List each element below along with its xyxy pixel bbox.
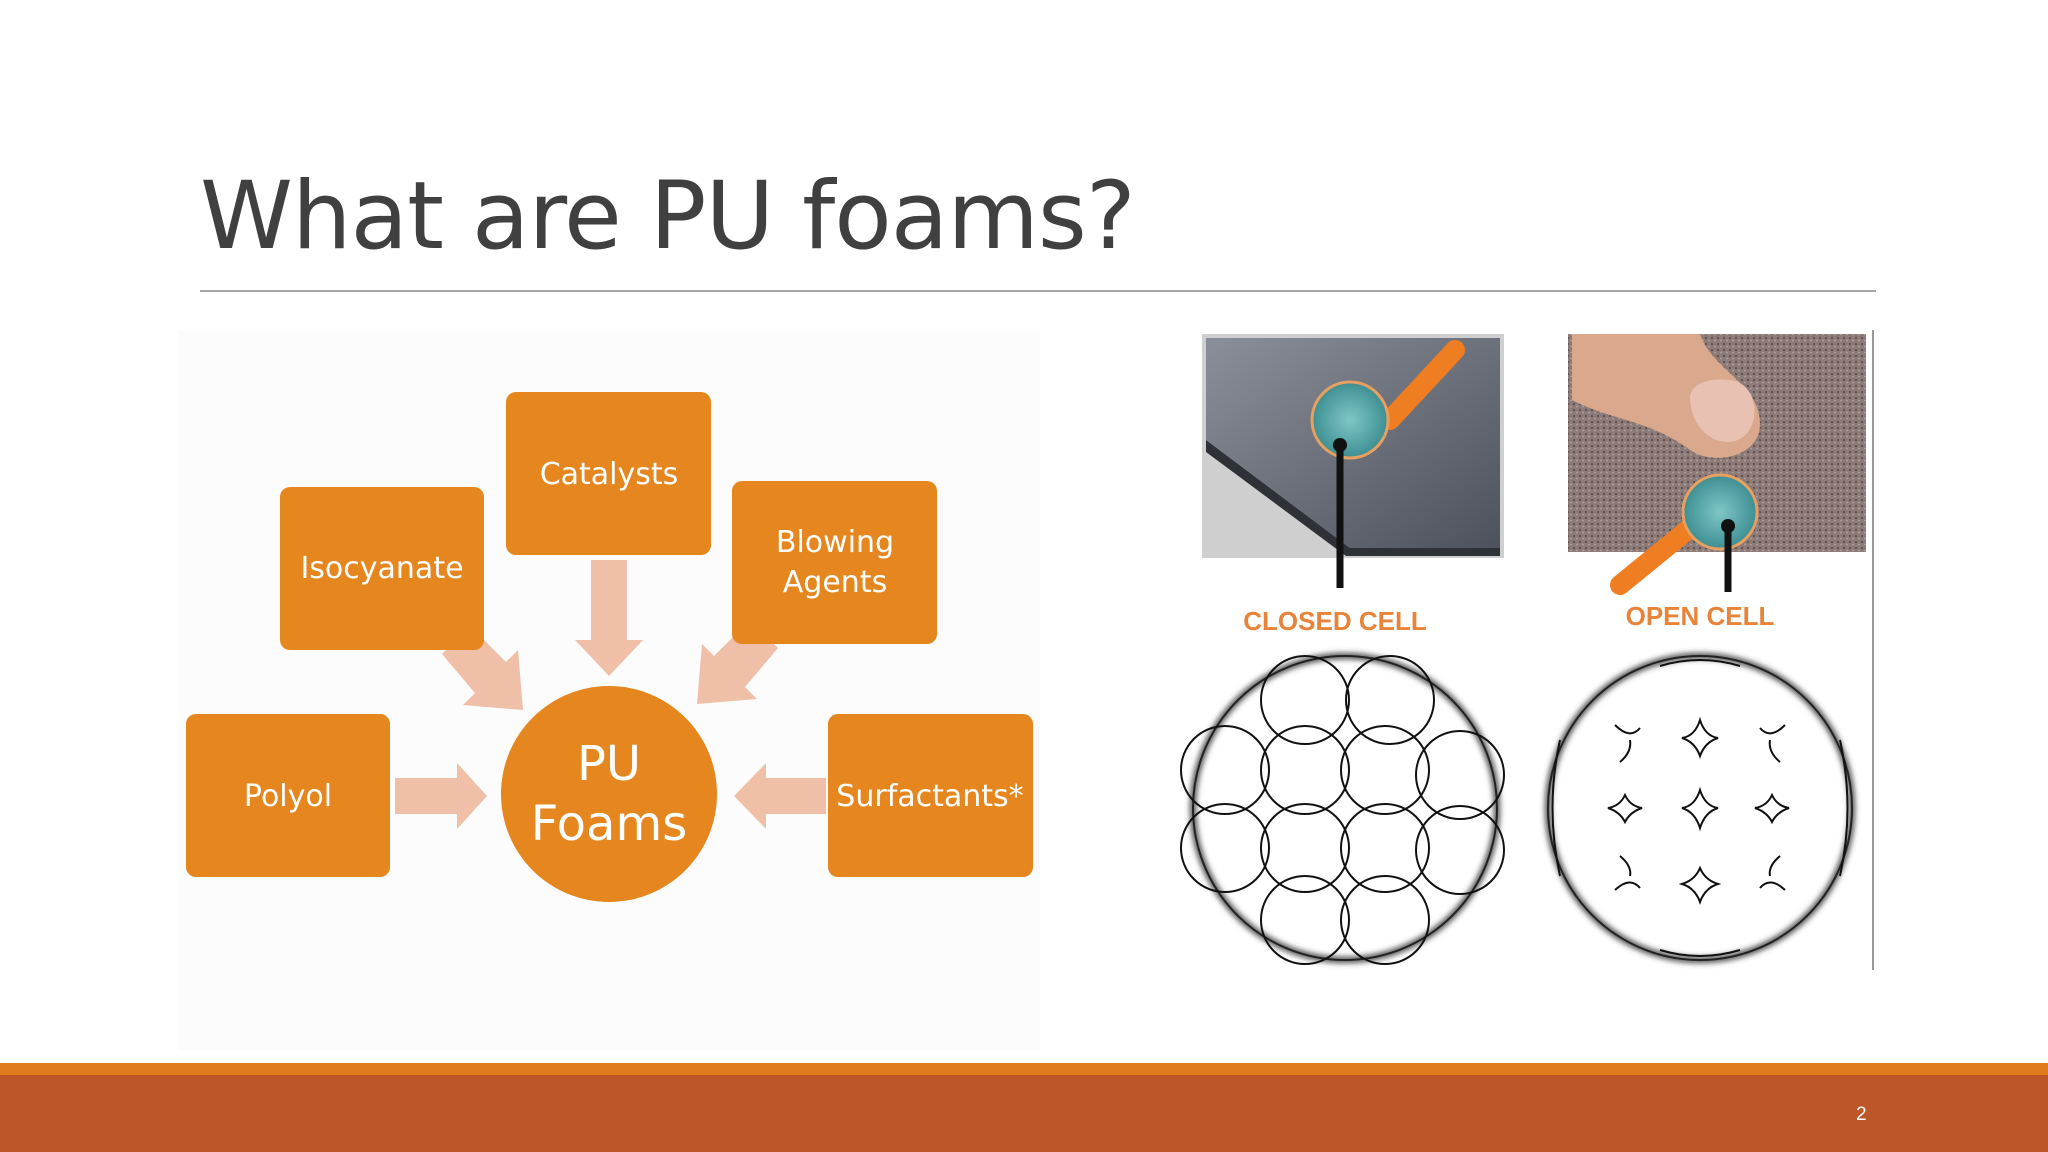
box-label: Isocyanate — [300, 551, 463, 586]
closed-cell-photo — [1202, 334, 1504, 588]
open-cell-photo — [1568, 334, 1866, 595]
box-label: Blowing — [776, 525, 894, 560]
box-blowing-agents: Blowing Agents — [732, 481, 937, 644]
arrow-polyol — [395, 763, 487, 829]
box-isocyanate: Isocyanate — [280, 487, 484, 650]
box-label: Catalysts — [540, 457, 679, 492]
box-label: Polyol — [244, 779, 332, 814]
slide-canvas: Polyol Isocyanate Catalysts Blowing Agen… — [186, 330, 1874, 970]
slide-number: 2 — [1856, 1104, 1867, 1125]
closed-cell-caption: CLOSED CELL — [1243, 606, 1427, 636]
footer-accent-stripe — [0, 1063, 2048, 1075]
box-polyol: Polyol — [186, 714, 390, 877]
open-cell-caption: OPEN CELL — [1626, 601, 1775, 631]
arrow-catalysts — [575, 560, 643, 676]
open-cell-drawing — [1545, 653, 1855, 963]
title-divider — [200, 290, 1876, 292]
center-label-line1: PU — [577, 736, 641, 792]
arrow-surfactants — [734, 763, 826, 829]
box-surfactants: Surfactants* — [828, 714, 1033, 877]
box-label: Surfactants* — [836, 779, 1023, 814]
box-label: Agents — [783, 565, 887, 600]
box-catalysts: Catalysts — [506, 392, 711, 555]
slide-title: What are PU foams? — [200, 162, 1136, 271]
center-pu-foams: PU Foams — [501, 686, 717, 902]
center-label-line2: Foams — [531, 796, 687, 852]
footer-bar — [0, 1075, 2048, 1152]
foam-cell-figure: CLOSED CELL OPEN CELL — [1180, 330, 1874, 970]
closed-cell-drawing — [1180, 653, 1505, 965]
